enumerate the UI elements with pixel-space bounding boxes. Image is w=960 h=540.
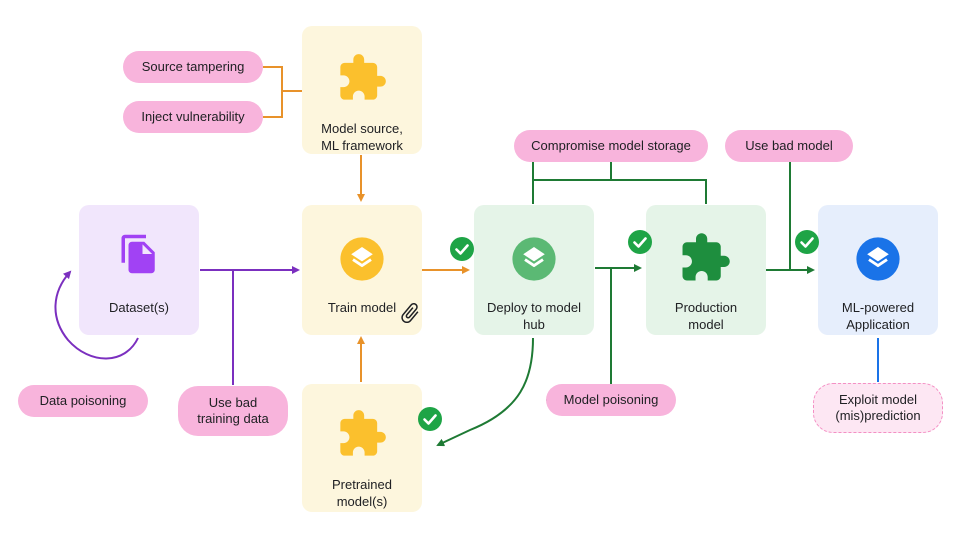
paperclip-icon <box>401 303 419 324</box>
compromise-storage-pill: Compromise model storage <box>514 130 708 162</box>
copy-documents-icon <box>121 234 155 274</box>
exploit-model-pill: Exploit model (mis)prediction <box>813 383 943 433</box>
dataset-box: Dataset(s) <box>79 205 199 335</box>
model-source-box: Model source, ML framework <box>302 26 422 154</box>
deploy-box: Deploy to model hub <box>474 205 594 335</box>
layers-icon <box>856 237 900 281</box>
orange-connectors <box>263 66 470 382</box>
layers-icon <box>340 237 384 281</box>
puzzle-icon <box>682 233 730 281</box>
application-label: ML-powered Application <box>841 300 915 332</box>
model-poisoning-pill: Model poisoning <box>546 384 676 416</box>
dataset-label: Dataset(s) <box>109 300 169 315</box>
check-circle-icon <box>628 230 652 254</box>
use-bad-model-pill: Use bad model <box>725 130 853 162</box>
deploy-label: Deploy to model hub <box>487 300 581 332</box>
train-model-box: Train model <box>302 205 422 335</box>
application-box: ML-powered Application <box>818 205 938 335</box>
production-label: Production model <box>674 300 738 332</box>
check-circle-icon <box>450 237 474 261</box>
data-poisoning-pill: Data poisoning <box>18 385 148 417</box>
source-tampering-pill: Source tampering <box>123 51 263 83</box>
model-source-label: Model source, ML framework <box>321 121 403 153</box>
inject-vulnerability-pill: Inject vulnerability <box>123 101 263 133</box>
pretrained-label: Pretrained model(s) <box>332 477 392 509</box>
check-circle-icon <box>418 407 442 431</box>
check-circle-icon <box>795 230 819 254</box>
production-box: Production model <box>646 205 766 335</box>
use-bad-training-data-pill: Use bad training data <box>178 386 288 436</box>
puzzle-icon <box>340 410 386 456</box>
pretrained-box: Pretrained model(s) <box>302 384 422 512</box>
purple-connectors <box>54 266 300 385</box>
puzzle-icon <box>340 54 386 100</box>
train-model-label: Train model <box>327 300 397 315</box>
layers-icon <box>512 237 556 281</box>
